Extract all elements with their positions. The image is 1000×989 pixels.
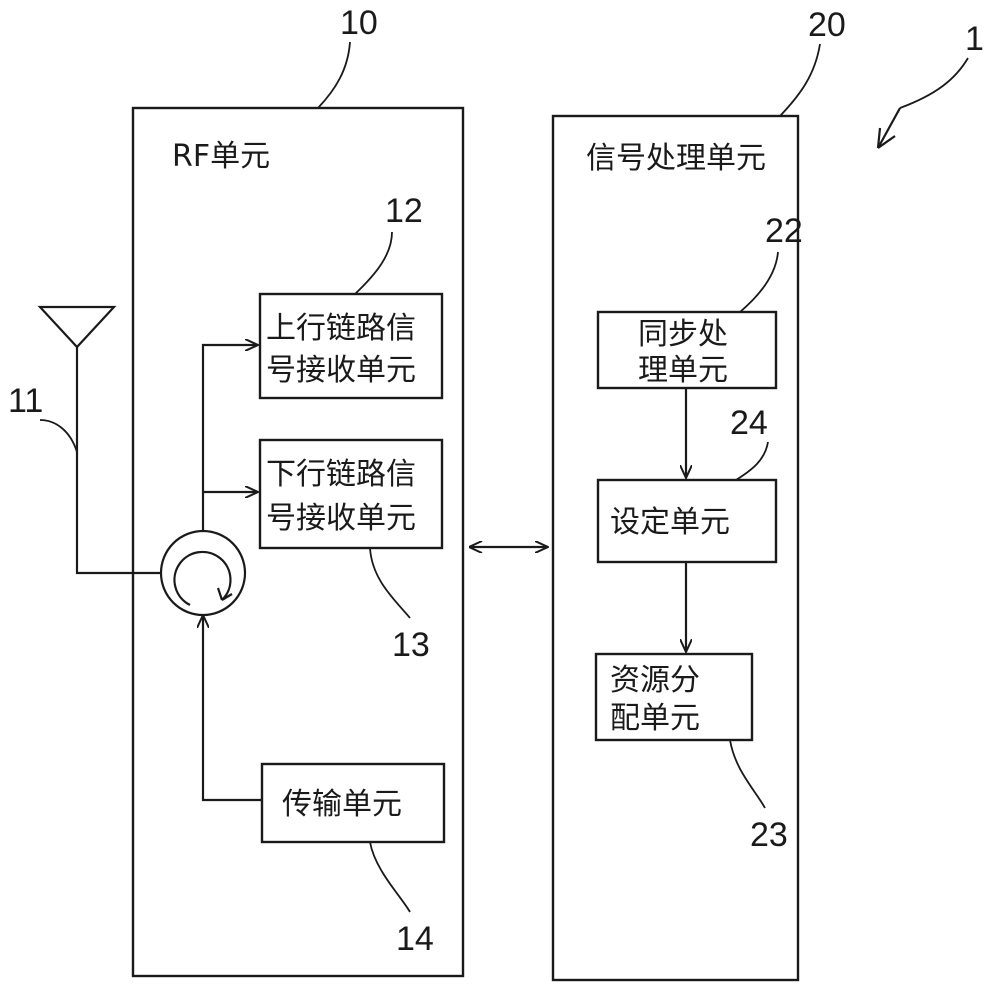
transmit-label: 传输单元 <box>282 787 402 822</box>
resource-label-line1: 资源分 <box>610 663 700 698</box>
rf-unit-ref-leader <box>318 42 350 108</box>
downlink-label-line1: 下行链路信 <box>266 457 416 492</box>
uplink-label-line2: 号接收单元 <box>266 353 416 388</box>
sync-label-line1: 同步处 <box>638 317 728 352</box>
antenna-icon <box>40 307 114 347</box>
signal-unit-ref-leader <box>780 44 820 116</box>
device-ref-leader <box>900 58 968 108</box>
sync-ref: 22 <box>765 212 803 250</box>
setting-ref: 24 <box>730 404 768 442</box>
antenna-ref: 11 <box>8 382 43 420</box>
setting-label: 设定单元 <box>610 505 730 540</box>
device-ref-arrow <box>878 108 900 148</box>
transmit-ref: 14 <box>396 920 434 958</box>
uplink-ref: 12 <box>385 192 423 230</box>
downlink-ref: 13 <box>392 626 430 664</box>
device-ref: 1 <box>965 20 984 58</box>
resource-label-line2: 配单元 <box>610 701 700 736</box>
rf-unit-ref: 10 <box>340 4 378 42</box>
signal-unit-ref: 20 <box>808 6 846 44</box>
rf-unit-title: RF单元 <box>172 139 270 174</box>
sync-label-line2: 理单元 <box>638 353 728 388</box>
uplink-label-line1: 上行链路信 <box>266 311 416 346</box>
resource-ref: 23 <box>750 816 788 854</box>
signal-unit-title: 信号处理单元 <box>586 141 766 176</box>
antenna-ref-leader <box>40 420 77 452</box>
downlink-label-line2: 号接收单元 <box>266 501 416 536</box>
